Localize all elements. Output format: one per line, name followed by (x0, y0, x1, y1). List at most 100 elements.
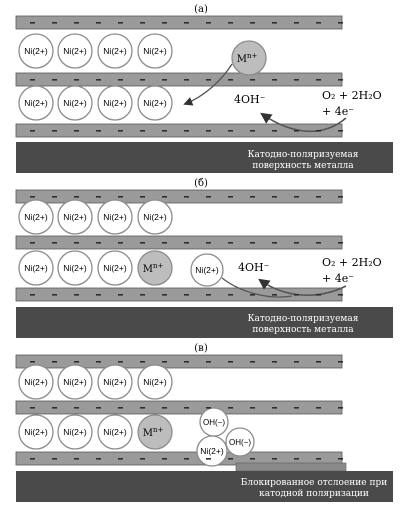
charge-dash (30, 458, 35, 460)
charge-dash (228, 361, 233, 363)
charge-dash (52, 196, 57, 198)
charge-dash (162, 458, 167, 460)
charge-dash (228, 458, 233, 460)
hydroxide-ion-label: OH(−) (229, 438, 251, 447)
charge-dash (140, 22, 145, 24)
charge-dash (96, 79, 101, 81)
charge-dash (294, 22, 299, 24)
charge-dash (96, 22, 101, 24)
ni-ion (18, 33, 54, 69)
panel-a-label: (a) (194, 4, 208, 15)
charge-dash (338, 242, 343, 244)
reaction-electrons: + 4e⁻ (322, 272, 354, 285)
charge-dash (294, 407, 299, 409)
ni-ion-label: Ni(2+) (103, 263, 127, 273)
ni-ion-label: Ni(2+) (63, 263, 87, 273)
ni-ion (97, 414, 133, 450)
charge-dash (294, 242, 299, 244)
charge-dash (140, 79, 145, 81)
panel-a: (a) Ni(2+) Ni(2+) Ni(2+) Ni(2+) Ni(2+) N… (15, 4, 393, 173)
metal-surface-b (16, 307, 393, 338)
ni-ion-label: Ni(2+) (143, 212, 167, 222)
metal-surface-a (16, 142, 393, 173)
ni-ion-label: Ni(2+) (103, 212, 127, 222)
charge-dash (184, 242, 189, 244)
charge-dash (162, 130, 167, 132)
charge-dash (96, 361, 101, 363)
ion-row-a2: Ni(2+) Ni(2+) Ni(2+) Ni(2+) (18, 85, 173, 121)
charge-dash (206, 361, 211, 363)
ion-row-b1: Ni(2+) Ni(2+) Ni(2+) Ni(2+) (18, 199, 173, 235)
ni-ion-label: Ni(2+) (143, 46, 167, 56)
charge-dash (52, 130, 57, 132)
charge-dash (316, 407, 321, 409)
charge-dash (184, 130, 189, 132)
charge-dash (316, 79, 321, 81)
hydroxide-ion (225, 427, 255, 457)
panel-b: (б) Ni(2+) Ni(2+) Ni(2+) Ni(2+) Ni(2+) N… (15, 178, 393, 338)
ni-ion-label: Ni(2+) (63, 46, 87, 56)
ni-ion (57, 250, 93, 286)
ni-ion (18, 364, 54, 400)
ni-ion (97, 250, 133, 286)
charge-dash (96, 130, 101, 132)
charge-dash (118, 130, 123, 132)
ni-ion (97, 364, 133, 400)
charge-dash (250, 22, 255, 24)
charge-dash (184, 294, 189, 296)
charge-dash (30, 196, 35, 198)
charge-dash (162, 361, 167, 363)
charge-dash (30, 361, 35, 363)
charge-dash (316, 361, 321, 363)
interlayer-charge-marks (30, 22, 343, 460)
charge-dash (294, 79, 299, 81)
metal-label-line1: Катодно-поляризуемая (248, 150, 359, 160)
charge-dash (338, 361, 343, 363)
ni-ion (57, 199, 93, 235)
ni-ion-label: Ni(2+) (143, 377, 167, 387)
charge-dash (338, 196, 343, 198)
charge-dash (206, 242, 211, 244)
charge-dash (118, 79, 123, 81)
charge-dash (316, 196, 321, 198)
ni-ion-label: Ni(2+) (103, 377, 127, 387)
panel-c: (в) Ni(2+) Ni(2+) Ni(2+) Ni(2+) Ni(2+) N… (15, 343, 393, 502)
charge-dash (30, 22, 35, 24)
metal-label-line2: поверхность металла (252, 161, 354, 171)
ni-ion (196, 435, 228, 467)
charge-dash (184, 79, 189, 81)
interlayer-b1 (15, 189, 343, 204)
ion-row-c1: Ni(2+) Ni(2+) Ni(2+) Ni(2+) (18, 364, 173, 400)
charge-dash (184, 361, 189, 363)
charge-dash (228, 130, 233, 132)
charge-dash (294, 458, 299, 460)
charge-dash (162, 294, 167, 296)
charge-dash (96, 458, 101, 460)
metal-label-line2: катодной поляризации (259, 489, 369, 499)
charge-dash (52, 79, 57, 81)
interlayer-a2 (15, 72, 343, 87)
charge-dash (250, 361, 255, 363)
charge-dash (206, 79, 211, 81)
charge-dash (294, 196, 299, 198)
charge-dash (162, 242, 167, 244)
charge-dash (316, 458, 321, 460)
interlayer-b2 (15, 235, 343, 250)
charge-dash (316, 294, 321, 296)
charge-dash (206, 458, 211, 460)
ni-ion (137, 85, 173, 121)
ni-ion-label: Ni(2+) (103, 427, 127, 437)
charge-dash (206, 196, 211, 198)
charge-dash (162, 196, 167, 198)
charge-dash (206, 130, 211, 132)
charge-dash (250, 407, 255, 409)
charge-dash (118, 294, 123, 296)
reaction-arrow (258, 278, 347, 296)
charge-dash (74, 79, 79, 81)
ni-ion-label: Ni(2+) (24, 98, 48, 108)
charge-dash (140, 407, 145, 409)
ni-ion (57, 85, 93, 121)
ni-ion (18, 414, 54, 450)
ni-ion-label: Ni(2+) (103, 46, 127, 56)
